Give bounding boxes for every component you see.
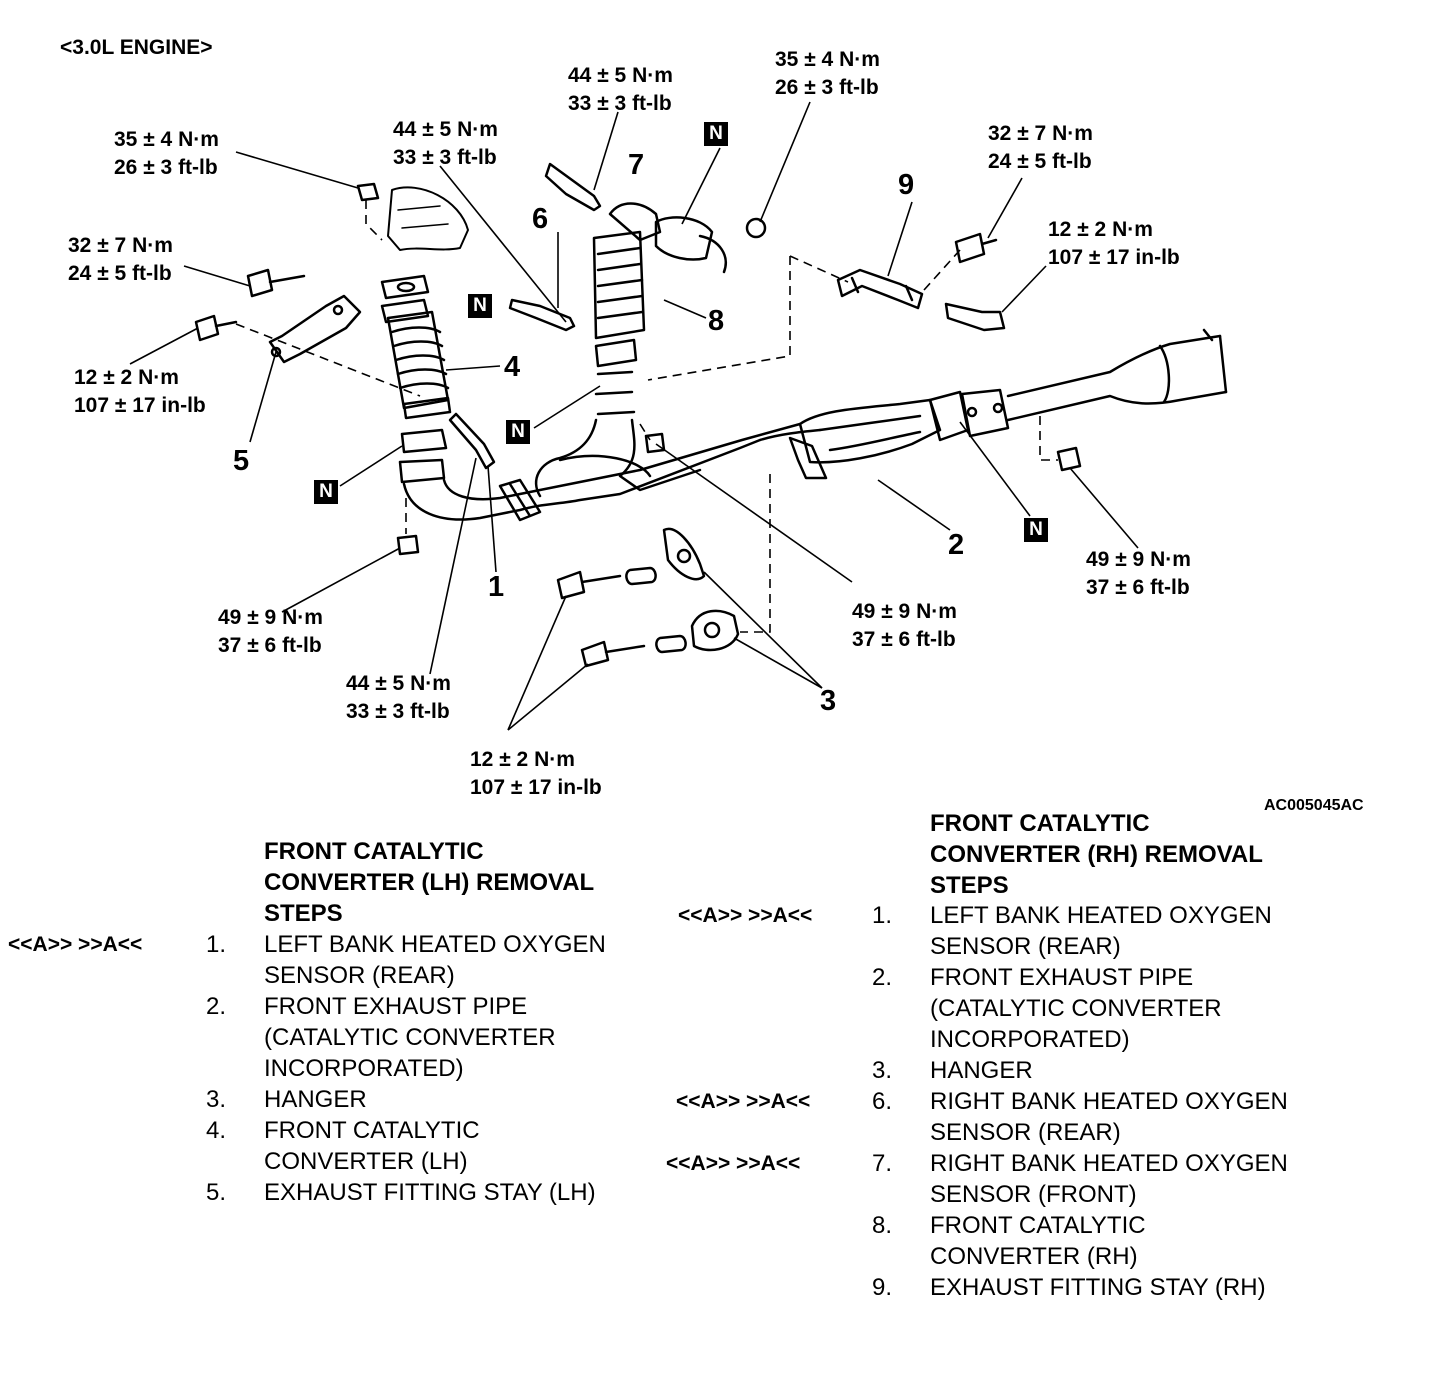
callout-1: 1 <box>488 571 505 603</box>
n-mark-rh-lower-gasket: N <box>506 420 530 444</box>
figure-code: AC005045AC <box>1264 797 1364 814</box>
n-mark-rear-gasket: N <box>1024 518 1048 542</box>
sensor-6-shape <box>508 298 576 332</box>
callout-5: 5 <box>233 445 250 477</box>
rh-bolt-32 <box>954 232 998 264</box>
callout-4: 4 <box>504 351 521 383</box>
rh-step-7-mark: <<A>> >>A<< <box>666 1152 801 1175</box>
rh-step-1-mark: <<A>> >>A<< <box>678 904 813 927</box>
front-exhaust-pipe-shape <box>402 428 822 521</box>
sensor-1-shape <box>448 412 496 470</box>
callout-6: 6 <box>532 203 549 235</box>
left-top-nut <box>356 182 380 202</box>
engine-outline <box>387 186 469 251</box>
right-nut <box>1056 446 1082 472</box>
lh-steps-title: FRONT CATALYTIC CONVERTER (LH) REMOVAL S… <box>264 838 595 927</box>
lh-stay-shape <box>268 294 362 364</box>
rh-stay-shape <box>836 268 924 310</box>
exhaust-diagram <box>129 101 1228 731</box>
main-catalytic-converter-shape <box>788 398 942 480</box>
callout-9: 9 <box>898 169 915 201</box>
left-bolt-12 <box>194 314 238 342</box>
engine-label: <3.0L ENGINE> <box>60 36 213 59</box>
callout-8: 8 <box>708 305 725 337</box>
hanger-upper-shape <box>662 527 706 581</box>
rh-step-6-mark: <<A>> >>A<< <box>676 1090 811 1113</box>
callout-2: 2 <box>948 529 965 561</box>
n-mark-lh-lower-gasket: N <box>314 480 338 504</box>
callout-7: 7 <box>628 149 645 181</box>
n-mark-rh-gasket: N <box>704 122 728 146</box>
lh-step-1-mark: <<A>> >>A<< <box>8 933 143 956</box>
hanger-lower-shape <box>690 609 740 652</box>
sensor-7-shape <box>544 162 602 212</box>
rh-steps-title: FRONT CATALYTIC CONVERTER (RH) REMOVAL S… <box>930 810 1263 899</box>
left-bolt-32 <box>246 268 306 298</box>
lh-catalytic-converter-shape <box>386 310 452 420</box>
left-lower-nut <box>396 534 420 556</box>
rh-catalytic-converter-shape <box>592 202 662 368</box>
callout-3: 3 <box>820 685 837 717</box>
rh-bolt-12 <box>944 302 1006 332</box>
lh-upper-gasket-shape <box>380 274 430 300</box>
n-mark-lh-upper-gasket: N <box>468 294 492 318</box>
